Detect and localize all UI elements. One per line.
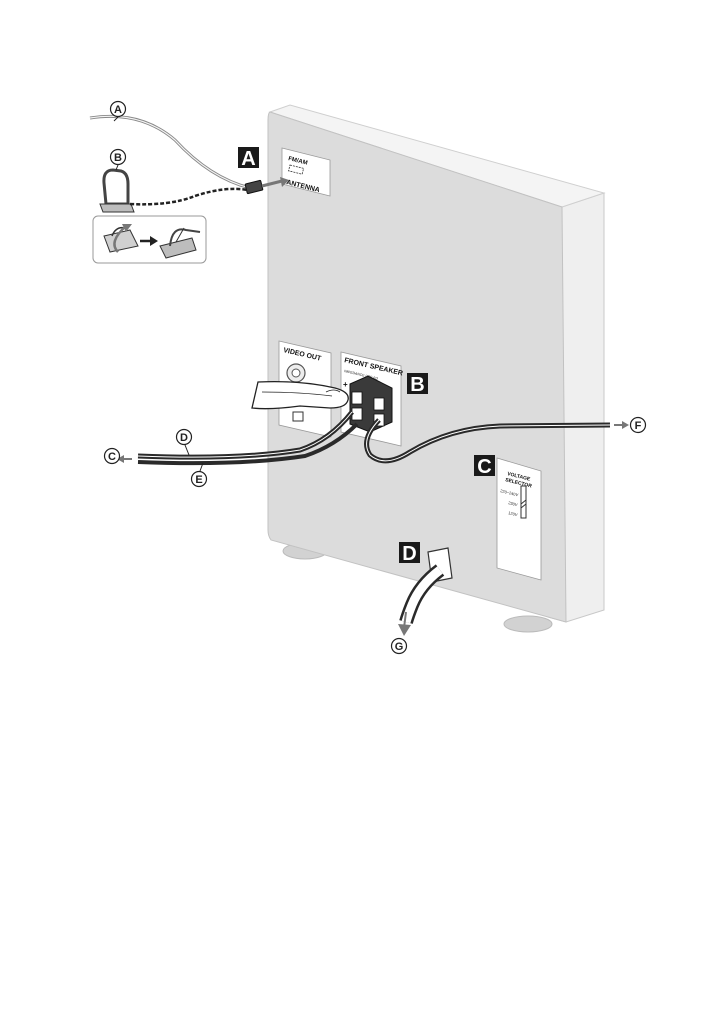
callout-b-label: B: [114, 152, 122, 164]
callout-f-label: F: [635, 420, 642, 432]
voltage-option-2: 230V: [508, 500, 519, 507]
am-loop-antenna: [99, 168, 249, 213]
speaker-terminal-left-top: [351, 391, 363, 405]
plug-insert-arrow: [261, 179, 283, 188]
callout-d: D: [175, 428, 193, 456]
arrow-to-wall-outlet: [398, 624, 411, 636]
am-loop-frame: [102, 168, 130, 206]
step-marker-a: A: [238, 147, 259, 170]
inset-assembled-antenna: [159, 237, 197, 259]
voltage-title-1: VOLTAGE: [507, 471, 532, 483]
speaker-cable-left-b: [137, 422, 359, 466]
front-speaker-plate: FRONT SPEAKER IMPEDANCE USE 6Ω + R: [340, 351, 403, 447]
antenna-plug: [244, 179, 264, 195]
voltage-selector-plate: VOLTAGE SELECTOR 220~240V 230V 120V: [496, 457, 542, 581]
step-marker-d: D: [399, 542, 420, 565]
step-marker-c: C: [474, 455, 495, 478]
antenna-jack-label: FM/AM: [288, 156, 309, 167]
plus-label: +: [343, 380, 348, 389]
step-marker-b: B: [407, 373, 428, 396]
speaker-terminal-right-top: [373, 397, 385, 411]
callout-e: E: [190, 462, 208, 488]
step-marker-c-label: C: [477, 456, 491, 478]
step-marker-a-label: A: [241, 148, 255, 170]
optical-jack: [292, 411, 304, 422]
callout-c-label: C: [108, 451, 116, 463]
callout-d-label: D: [180, 432, 188, 444]
voltage-option-3: 120V: [508, 510, 519, 517]
voltage-option-1: 220~240V: [500, 488, 519, 497]
callout-f: F: [629, 416, 647, 434]
main-unit: [267, 104, 606, 633]
step-marker-d-label: D: [402, 543, 416, 565]
unit-foot-right: [503, 615, 553, 633]
speaker-cables: [117, 410, 629, 466]
am-twisted-lead: [129, 187, 249, 206]
unit-rear-panel: [267, 111, 567, 623]
callout-g-label: G: [395, 641, 404, 653]
power-cord: [398, 547, 453, 636]
callout-b: B: [109, 148, 127, 171]
hand-illustration: [251, 380, 349, 410]
impedance-label: IMPEDANCE USE 6Ω: [344, 369, 379, 381]
step-marker-b-label: B: [410, 374, 424, 396]
inset-rotate-arrow: [113, 225, 127, 253]
callout-a-label: A: [114, 104, 122, 116]
callout-g: G: [390, 637, 408, 655]
callout-a: A: [109, 100, 127, 122]
assembly-inset: [92, 215, 207, 264]
callout-e-label: E: [195, 474, 202, 486]
antenna-jack: [288, 164, 305, 175]
callout-c: C: [103, 447, 121, 465]
